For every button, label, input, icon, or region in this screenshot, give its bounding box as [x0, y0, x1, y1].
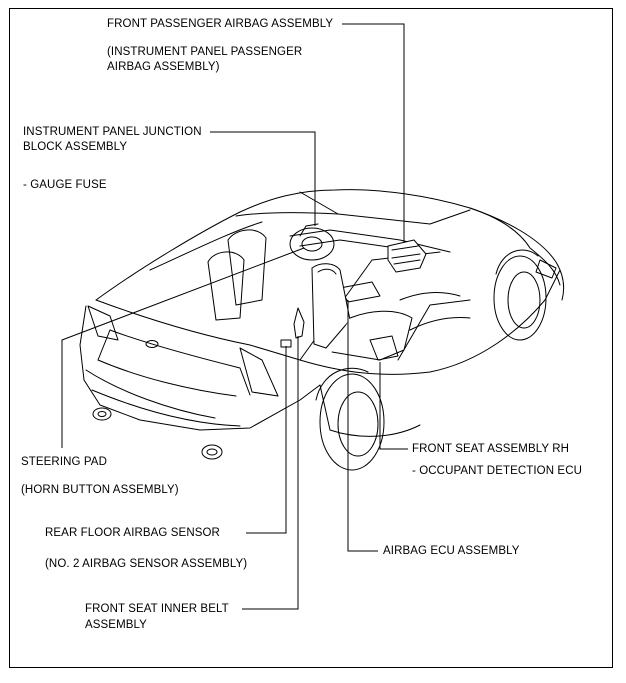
- junction-block-label-2: BLOCK ASSEMBLY: [23, 141, 128, 153]
- front-passenger-airbag-label: FRONT PASSENGER AIRBAG ASSEMBLY: [107, 18, 334, 30]
- rear-floor-sensor-sub: (NO. 2 AIRBAG SENSOR ASSEMBLY): [45, 558, 248, 570]
- rear-floor-sensor-label: REAR FLOOR AIRBAG SENSOR: [45, 527, 220, 539]
- junction-block-label-1: INSTRUMENT PANEL JUNCTION: [23, 126, 202, 138]
- gauge-fuse-label: - GAUGE FUSE: [23, 179, 107, 191]
- occupant-ecu-label: - OCCUPANT DETECTION ECU: [412, 465, 583, 477]
- front-seat-rh-label: FRONT SEAT ASSEMBLY RH: [412, 443, 570, 455]
- leader-junction-block: [210, 131, 316, 226]
- leader-steering-pad: [61, 247, 305, 448]
- leader-front-seat-rh: [379, 362, 408, 450]
- inner-belt-label-1: FRONT SEAT INNER BELT: [85, 603, 229, 615]
- front-passenger-airbag-sub-2: AIRBAG ASSEMBLY): [107, 61, 220, 73]
- airbag-ecu-label: AIRBAG ECU ASSEMBLY: [383, 545, 520, 557]
- leader-rear-floor-sensor: [246, 346, 287, 534]
- steering-pad-label: STEERING PAD: [21, 456, 107, 468]
- leader-passenger-airbag: [342, 23, 405, 242]
- front-passenger-airbag-sub-1: (INSTRUMENT PANEL PASSENGER: [107, 46, 303, 58]
- horn-button-label: (HORN BUTTON ASSEMBLY): [21, 484, 179, 496]
- inner-belt-label-2: ASSEMBLY: [85, 619, 147, 631]
- leader-inner-belt: [242, 336, 299, 610]
- leader-airbag-ecu: [347, 300, 378, 552]
